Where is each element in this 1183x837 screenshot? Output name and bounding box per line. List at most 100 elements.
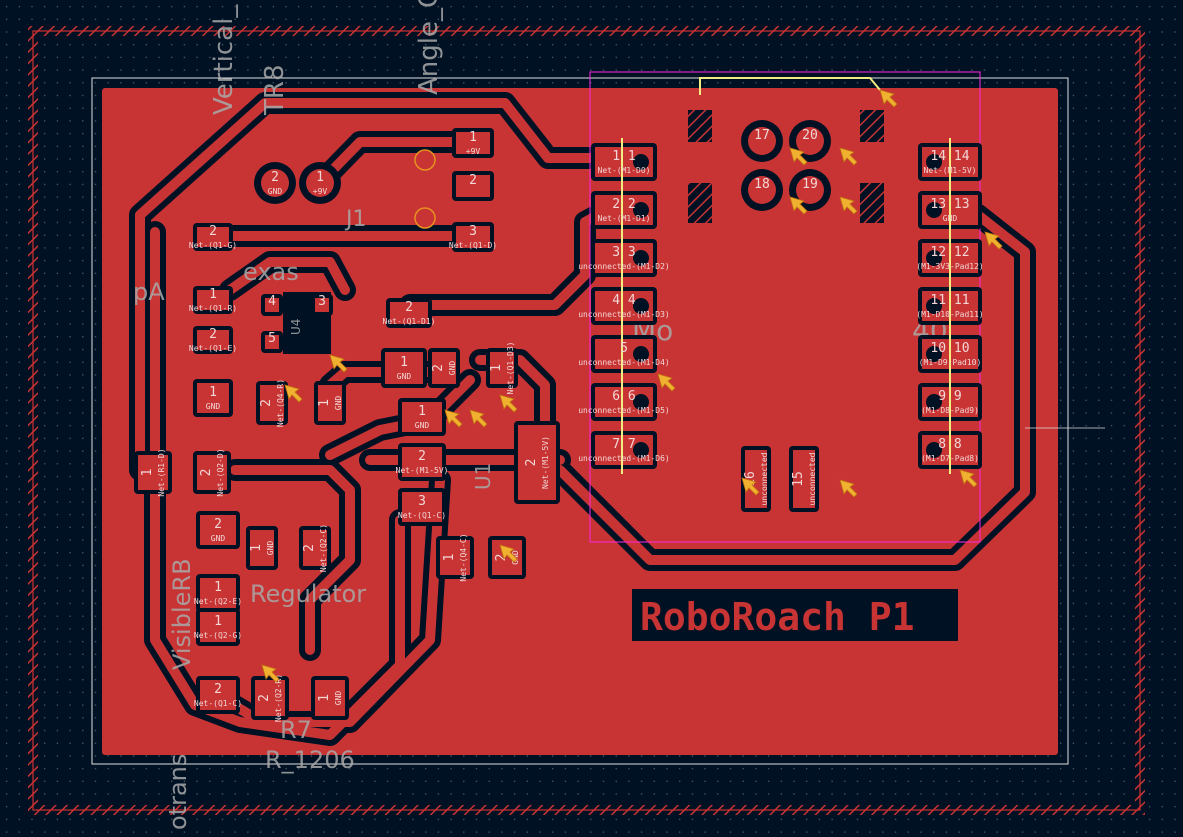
drc-marker-icon[interactable] <box>499 544 518 563</box>
pad-number: 15 <box>791 471 806 487</box>
pad[interactable]: 2 <box>452 171 494 201</box>
drc-marker-icon[interactable] <box>741 477 760 496</box>
copper-trace[interactable] <box>230 465 355 655</box>
drc-marker-icon[interactable] <box>444 409 463 428</box>
drc-marker-icon[interactable] <box>789 147 808 166</box>
pad[interactable]: 1+9V <box>452 128 494 158</box>
drc-marker-icon[interactable] <box>839 196 858 215</box>
pad-number: 20 <box>802 128 818 143</box>
drc-marker-icon[interactable] <box>469 409 488 428</box>
pad-number: 2 <box>214 682 222 697</box>
copper-trace[interactable] <box>555 210 1030 565</box>
pad[interactable]: 11 11(M1-D10-Pad11) <box>916 282 984 330</box>
connector-hole <box>414 207 436 229</box>
pad-net-label: Net-(Q2-E) <box>194 597 242 606</box>
pad[interactable]: 8 8(M1-D7-Pad8) <box>918 426 982 474</box>
pad-net-label: Net-(M1-D1) <box>598 214 651 223</box>
copper-pour[interactable] <box>102 88 1058 755</box>
pad-copper <box>402 447 442 477</box>
pad[interactable]: 10 10(M1-D9-Pad10) <box>918 330 982 378</box>
drc-marker-icon[interactable] <box>879 89 898 108</box>
pad-copper <box>315 680 345 716</box>
pad-number: 2 <box>302 544 317 552</box>
copper-trace[interactable] <box>405 210 603 310</box>
drc-marker-icon[interactable] <box>789 196 808 215</box>
pad-net-label: Net-(Q1-D3) <box>506 342 515 395</box>
pad-net-label: GND <box>334 691 343 706</box>
copper-trace[interactable] <box>135 98 595 475</box>
drc-marker-icon[interactable] <box>839 479 858 498</box>
pad[interactable]: 3 <box>311 294 333 316</box>
pad-net-label: unconnected-(M1-D3) <box>578 310 670 319</box>
drc-marker-icon[interactable] <box>839 147 858 166</box>
pad[interactable]: 12 12(M1-3V3-Pad12) <box>916 234 984 282</box>
drc-marker-icon[interactable] <box>657 373 676 392</box>
pad-copper <box>793 450 815 508</box>
drc-marker-icon[interactable] <box>329 354 348 373</box>
pad-number: 7 7 <box>612 437 635 452</box>
drill-hole <box>926 154 942 170</box>
pad[interactable]: 1+9V <box>299 162 341 204</box>
pad-net-label: unconnected-(M1-D2) <box>578 262 670 271</box>
keepout-zone <box>860 110 884 142</box>
drc-marker-icon[interactable] <box>959 469 978 488</box>
drc-marker-icon[interactable] <box>499 394 518 413</box>
pad[interactable]: 5 <box>261 331 283 353</box>
pad[interactable]: 9 9(M1-D8-Pad9) <box>918 378 982 426</box>
pad-net-label: GND <box>268 187 283 196</box>
drc-marker-icon[interactable] <box>284 384 303 403</box>
pad-number: 14 14 <box>930 149 969 164</box>
pad-net-label: GND <box>448 361 457 376</box>
copper-trace[interactable] <box>203 475 445 727</box>
drc-marker-icon[interactable] <box>984 231 1003 250</box>
pad-net-label: (M1-3V3-Pad12) <box>916 262 983 271</box>
copper-trace[interactable] <box>225 257 350 295</box>
pad[interactable]: 17 <box>741 120 783 162</box>
drc-marker-icon[interactable] <box>261 664 280 683</box>
pad-number: 1 <box>317 399 332 407</box>
pad-net-label: GND <box>415 421 430 430</box>
pad[interactable]: 4 <box>261 294 283 316</box>
pad[interactable]: 18 <box>741 169 783 211</box>
